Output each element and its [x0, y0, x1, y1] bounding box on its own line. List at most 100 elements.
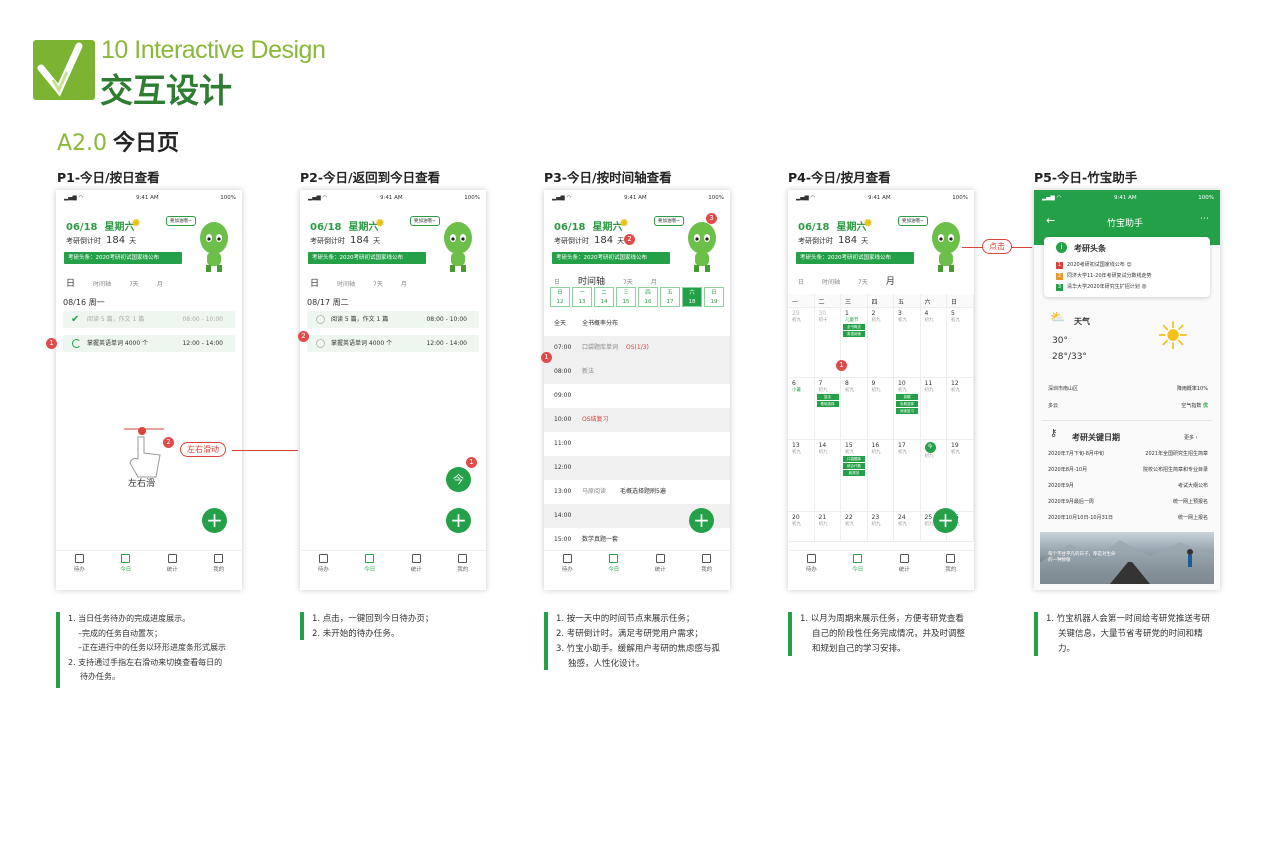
key-date-row[interactable]: 2020年10月10日-10月31日统一网上报名: [1048, 515, 1208, 521]
tabbar-todo[interactable]: 待办: [318, 551, 329, 576]
timeline-row[interactable]: 09:00: [554, 392, 572, 399]
tabbar-stats[interactable]: 统计: [411, 551, 422, 576]
tab-month[interactable]: 月: [885, 277, 895, 287]
tabbar-today[interactable]: 今日: [852, 551, 863, 576]
tabbar-mine[interactable]: 我的: [701, 551, 712, 576]
tab-timeline[interactable]: 时间轴: [93, 281, 112, 288]
key-date-row[interactable]: 2020年9月考试大纲公布: [1048, 483, 1208, 489]
today-button[interactable]: 今: [446, 467, 471, 492]
tab-day[interactable]: 日: [66, 279, 76, 289]
calendar-event[interactable]: 阅读复习: [896, 408, 918, 414]
news-banner[interactable]: 考研头条：2020考研初试国家线公布: [308, 252, 426, 264]
calendar-event[interactable]: 口袋题库: [843, 456, 865, 462]
calendar-event[interactable]: 毛概选择: [896, 401, 918, 407]
news-banner[interactable]: 考研头条：2020考研初试国家线公布: [796, 252, 914, 264]
tab-day[interactable]: 日: [554, 279, 561, 286]
tab-day[interactable]: 日: [310, 279, 320, 289]
tab-day[interactable]: 日: [798, 279, 805, 286]
timeline-row[interactable]: 11:00: [554, 440, 572, 447]
tab-month[interactable]: 月: [156, 281, 163, 288]
tab-week[interactable]: 7天: [858, 279, 868, 286]
calendar-event[interactable]: 全书概念: [843, 324, 865, 330]
tabbar-stats[interactable]: 统计: [167, 551, 178, 576]
calendar-event[interactable]: 综合代数: [843, 463, 865, 469]
tabbar-mine[interactable]: 我的: [457, 551, 468, 576]
key-date-row[interactable]: 2020年8月-10月院校公布招生简章和专业目录: [1048, 467, 1208, 473]
more-link[interactable]: 更多 ›: [1184, 435, 1198, 441]
tab-month[interactable]: 月: [650, 279, 657, 286]
mascot-icon[interactable]: [926, 220, 966, 275]
tabbar-todo[interactable]: 待办: [562, 551, 573, 576]
motivation-photo[interactable]: 每个不甘平凡的日子，都是对生命的一种致敬: [1040, 532, 1214, 584]
tabbar-today[interactable]: 今日: [364, 551, 375, 576]
add-button[interactable]: +: [933, 508, 958, 533]
tab-week[interactable]: 7天: [623, 279, 633, 286]
tabbar-mine[interactable]: 我的: [213, 551, 224, 576]
timeline-row[interactable]: 12:00: [544, 456, 730, 480]
tabbar-todo[interactable]: 待办: [806, 551, 817, 576]
more-icon[interactable]: ⋯: [1200, 214, 1209, 224]
tab-timeline[interactable]: 时间轴: [337, 281, 356, 288]
news-banner[interactable]: 考研头条：2020考研初试国家线公布: [552, 252, 670, 264]
calendar-event[interactable]: 复法: [816, 394, 839, 400]
mascot-icon[interactable]: [194, 220, 234, 275]
tab-timeline[interactable]: 时间轴: [578, 277, 606, 287]
calendar-event[interactable]: 基础选择: [816, 401, 839, 407]
tabbar-stats[interactable]: 统计: [655, 551, 666, 576]
calendar-day[interactable]: 今初九: [921, 440, 947, 511]
tabbar-mine[interactable]: 我的: [945, 551, 956, 576]
tab-timeline[interactable]: 时间轴: [822, 279, 841, 286]
key-date-row[interactable]: 2020年9月最后一周统一网上预报名: [1048, 499, 1208, 505]
tabbar-today[interactable]: 今日: [608, 551, 619, 576]
timeline-row[interactable]: 全天全书概率分布: [554, 320, 619, 327]
tabbar-stats[interactable]: 统计: [899, 551, 910, 576]
mascot-icon[interactable]: [438, 220, 478, 275]
add-button[interactable]: +: [202, 508, 227, 533]
tab-month[interactable]: 月: [400, 281, 407, 288]
calendar-event[interactable]: 英语阅读: [843, 331, 865, 337]
calendar-event[interactable]: 真题: [896, 394, 918, 400]
tabbar-today[interactable]: 今日: [120, 551, 131, 576]
add-button[interactable]: +: [446, 508, 471, 533]
news-banner[interactable]: 考研头条：2020考研初试国家线公布: [64, 252, 182, 264]
back-arrow-icon[interactable]: ←: [1046, 214, 1056, 227]
